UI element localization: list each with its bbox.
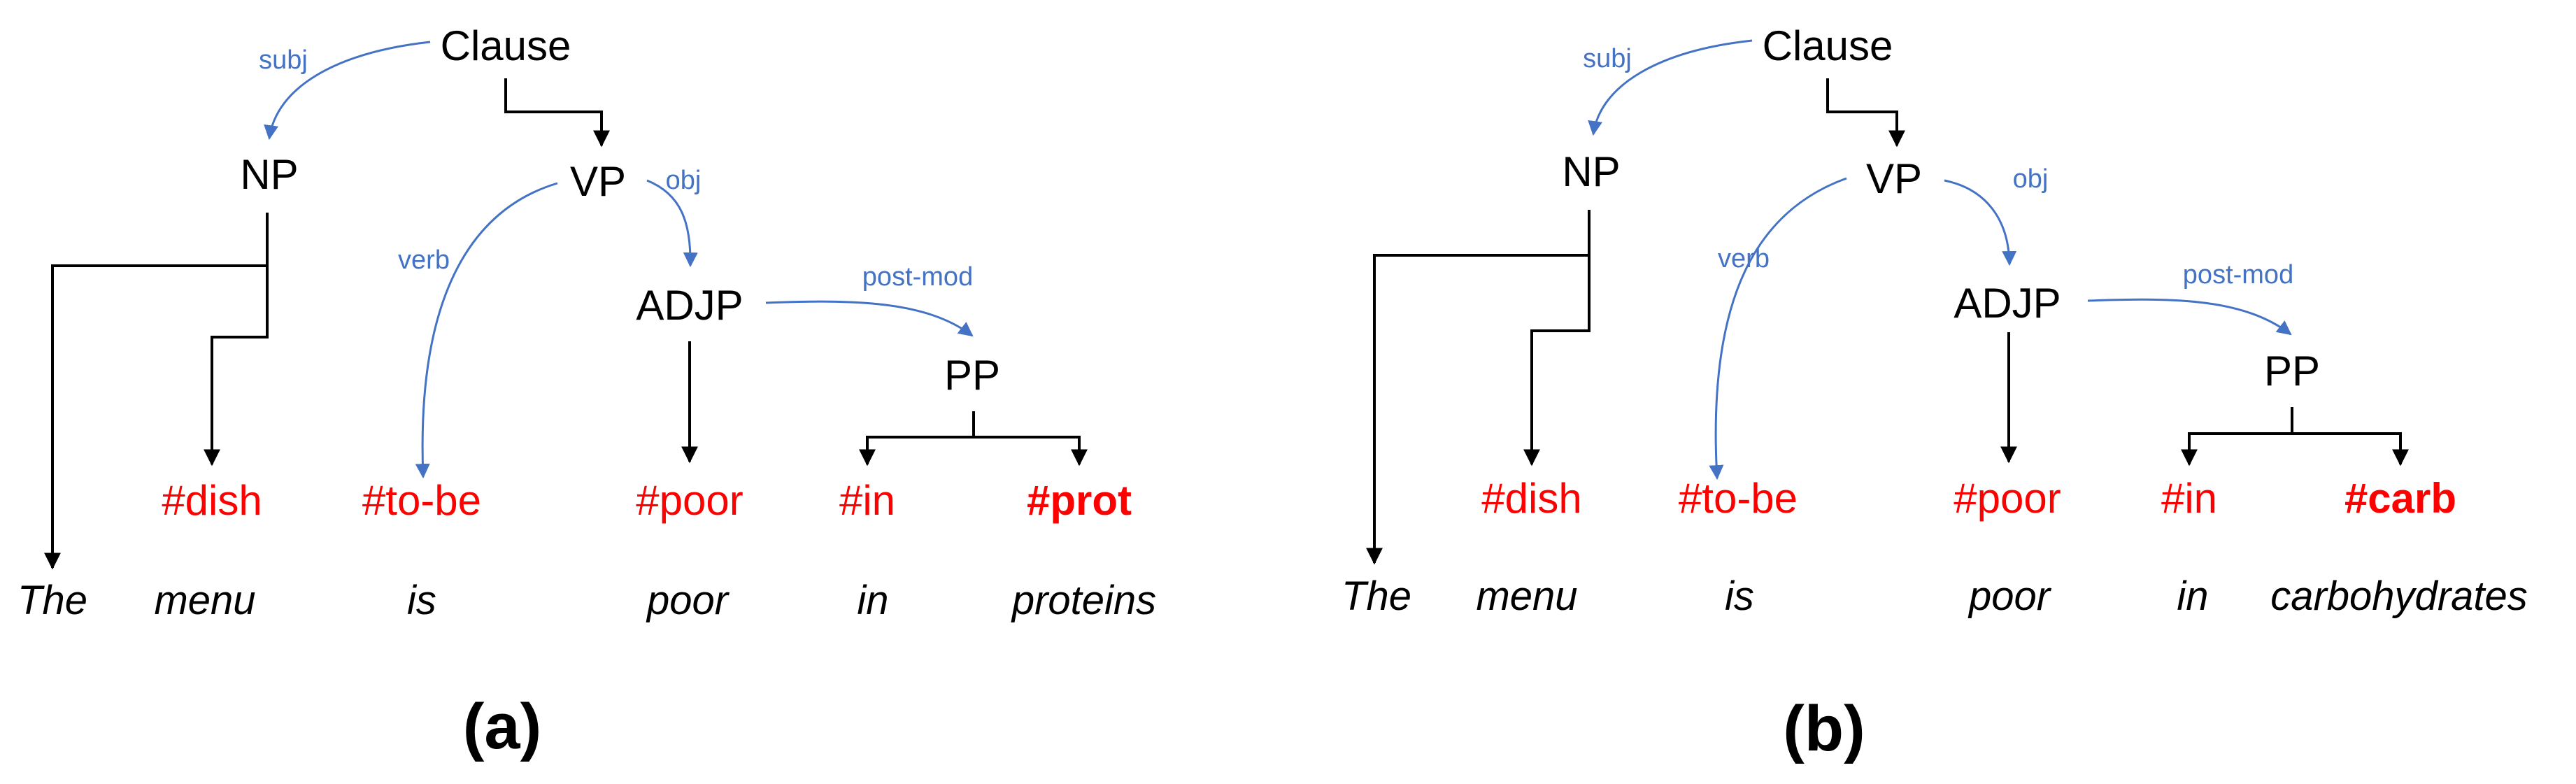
- sentence-word: is: [1725, 573, 1754, 619]
- edge-clause-to-vp: [1826, 78, 1905, 148]
- node-vp: VP: [570, 158, 626, 205]
- panel-b: Clause NP VP ADJP PP subj obj verb post-…: [1342, 22, 2528, 764]
- sentence-word: in: [857, 578, 888, 623]
- panel-a-tree-edges: [44, 78, 1088, 570]
- sentence-word: menu: [154, 578, 255, 623]
- panel-a-nodes: Clause NP VP ADJP PP: [240, 22, 1000, 399]
- node-clause: Clause: [1763, 22, 1893, 69]
- panel-b-relation-labels: subj obj verb post-mod: [1583, 44, 2293, 290]
- node-clause: Clause: [441, 22, 571, 69]
- panel-b-tokens: #dish #to-be #poor #in #carb: [1481, 475, 2456, 522]
- token-label: #carb: [2344, 475, 2456, 522]
- relation-label-verb: verb: [1718, 244, 1770, 273]
- edge-np-to-the: [1366, 210, 1591, 565]
- relation-label-verb: verb: [398, 245, 450, 275]
- token-label: #poor: [636, 477, 743, 524]
- arc-verb: [415, 182, 558, 479]
- panel-label: (a): [463, 691, 541, 762]
- token-label: #to-be: [362, 477, 481, 524]
- edge-np-to-the: [44, 213, 269, 570]
- token-label: #poor: [1954, 475, 2061, 522]
- arc-obj: [646, 179, 698, 268]
- sentence-word: poor: [646, 578, 730, 623]
- relation-label-post-mod: post-mod: [2183, 260, 2293, 290]
- sentence-word: is: [407, 578, 436, 623]
- node-np: NP: [1562, 148, 1620, 195]
- relation-label-subj: subj: [1583, 44, 1632, 73]
- arc-subj: [1588, 39, 1753, 136]
- relation-label-subj: subj: [259, 45, 308, 75]
- sentence-word: menu: [1476, 573, 1577, 619]
- arc-verb: [1709, 177, 1847, 480]
- relation-label-obj: obj: [666, 166, 702, 195]
- panel-a-relation-arcs: [264, 41, 974, 479]
- panel-b-words: The menu is poor in carbohydrates: [1342, 573, 2528, 619]
- edge-pp-to-carb: [2292, 432, 2409, 466]
- edge-np-to-menu: [204, 266, 269, 466]
- arc-post-mod: [2087, 298, 2292, 336]
- edge-pp-to-prot: [974, 436, 1088, 466]
- token-label: #in: [839, 477, 895, 524]
- token-label: #dish: [1481, 475, 1581, 522]
- sentence-word: The: [1342, 573, 1411, 619]
- node-np: NP: [240, 151, 298, 198]
- panel-a-tokens: #dish #to-be #poor #in #prot: [162, 477, 1132, 524]
- edge-np-to-menu: [1523, 255, 1591, 466]
- panel-b-nodes: Clause NP VP ADJP PP: [1562, 22, 2320, 394]
- edge-pp-to-in-split: [859, 411, 975, 466]
- sentence-word: poor: [1967, 573, 2052, 619]
- node-adjp: ADJP: [1954, 280, 2061, 327]
- panel-a-relation-labels: subj obj verb post-mod: [259, 45, 973, 292]
- token-label: #prot: [1027, 477, 1132, 524]
- node-pp: PP: [944, 352, 1000, 399]
- node-vp: VP: [1866, 155, 1922, 202]
- node-adjp: ADJP: [636, 282, 743, 329]
- panel-b-relation-arcs: [1588, 39, 2292, 480]
- sentence-word: proteins: [1011, 578, 1156, 623]
- sentence-word: carbohydrates: [2270, 573, 2528, 619]
- node-pp: PP: [2264, 348, 2320, 394]
- panel-a-words: The menu is poor in proteins: [17, 578, 1156, 623]
- relation-label-obj: obj: [2013, 164, 2049, 194]
- panel-b-tree-edges: [1366, 78, 2409, 565]
- edge-clause-to-vp: [504, 78, 610, 148]
- token-label: #to-be: [1679, 475, 1798, 522]
- sentence-word: The: [17, 578, 87, 623]
- panel-label: (b): [1783, 693, 1865, 764]
- token-label: #in: [2161, 475, 2217, 522]
- sentence-word: in: [2177, 573, 2208, 619]
- edge-pp-to-in-split: [2181, 407, 2293, 466]
- arc-post-mod: [765, 300, 974, 337]
- arc-subj: [264, 41, 431, 141]
- relation-label-post-mod: post-mod: [862, 262, 973, 292]
- arc-obj: [1944, 179, 2017, 266]
- panel-a: Clause NP VP ADJP PP subj obj verb post-…: [17, 22, 1156, 762]
- token-label: #dish: [162, 477, 262, 524]
